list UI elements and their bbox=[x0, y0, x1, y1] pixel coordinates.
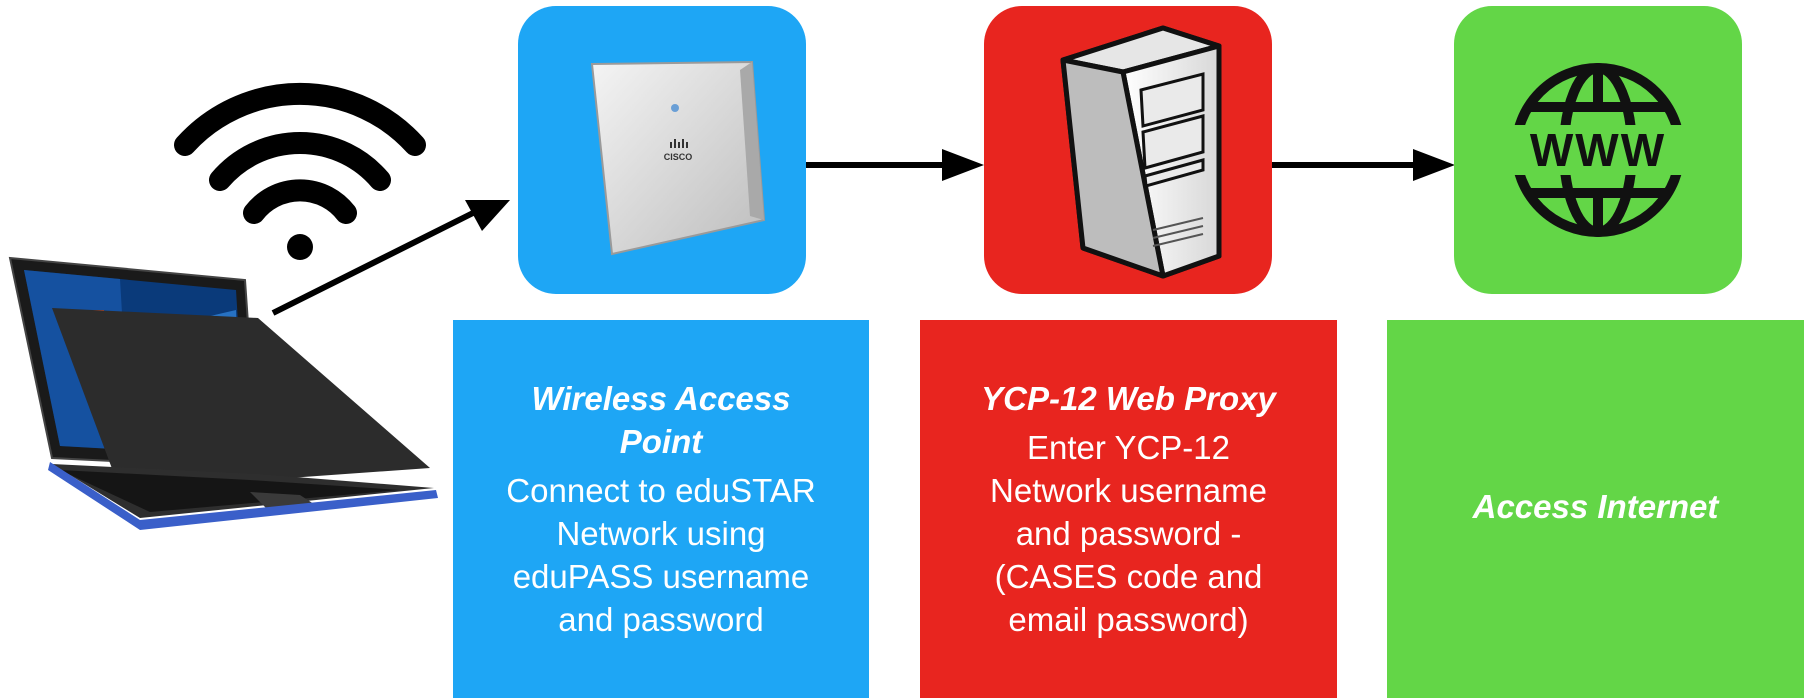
step-description: Connect to eduSTAR Network using eduPASS… bbox=[506, 472, 816, 638]
arrow-laptop-to-access-point bbox=[271, 200, 510, 316]
wifi-icon bbox=[174, 83, 426, 260]
laptop bbox=[0, 250, 440, 530]
cisco-logo-text: CISCO bbox=[664, 152, 693, 162]
step-title: YCP-12 Web Proxy bbox=[981, 380, 1276, 417]
web-proxy-node bbox=[984, 6, 1272, 294]
arrow-proxy-to-internet bbox=[1272, 149, 1455, 181]
internet-node: WWW bbox=[1454, 6, 1742, 294]
step-panel-access-point: Wireless Access Point Connect to eduSTAR… bbox=[453, 320, 869, 698]
step-panel-internet: Access Internet bbox=[1387, 320, 1804, 698]
access-point-node: CISCO bbox=[518, 6, 806, 294]
step-description: Enter YCP-12 Network username and passwo… bbox=[990, 429, 1267, 638]
www-label: WWW bbox=[1530, 124, 1666, 176]
server-tower-icon bbox=[1060, 25, 1222, 279]
cisco-access-point-icon: CISCO bbox=[590, 60, 766, 256]
step-panel-proxy: YCP-12 Web Proxy Enter YCP-12 Network us… bbox=[920, 320, 1337, 698]
step-title: Wireless Access Point bbox=[531, 380, 791, 460]
wifi-signal bbox=[170, 75, 430, 265]
laptop-icon bbox=[8, 256, 438, 530]
www-globe-icon: WWW bbox=[1503, 63, 1693, 237]
step-title: Access Internet bbox=[1472, 487, 1719, 525]
arrow-access-point-to-proxy bbox=[806, 149, 984, 181]
